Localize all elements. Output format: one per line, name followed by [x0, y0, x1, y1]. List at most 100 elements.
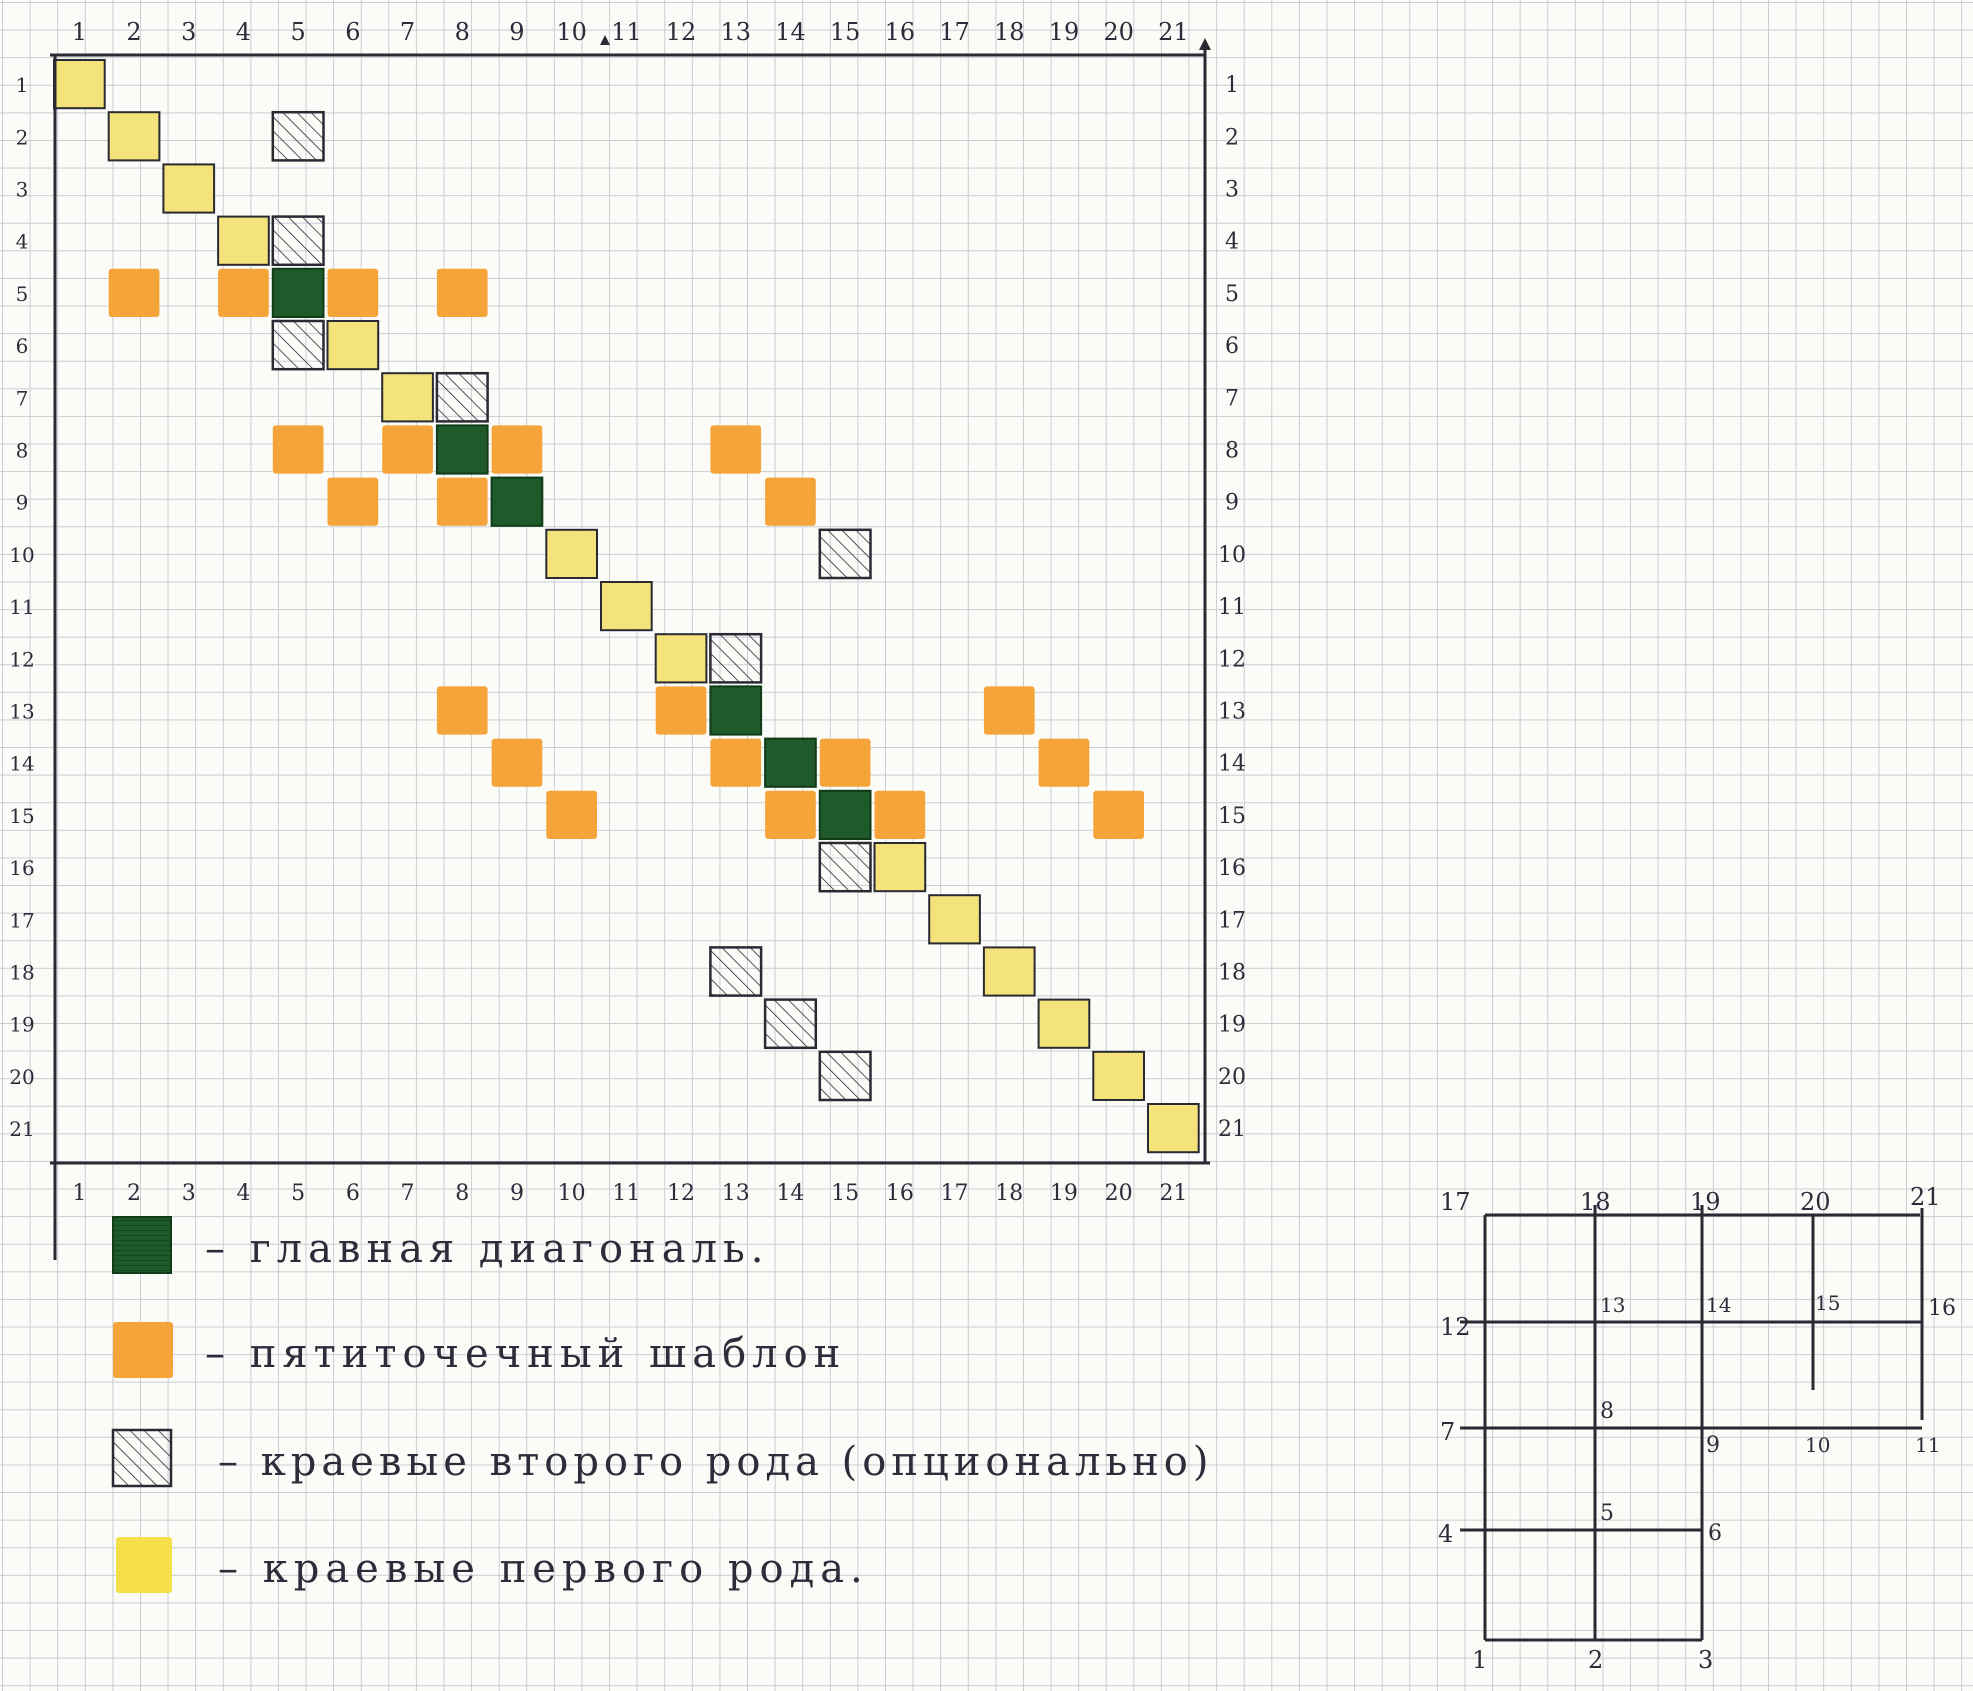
legend-item-five-point: – пятиточечный шаблон	[113, 1322, 846, 1378]
column-label-top: 8	[455, 18, 470, 46]
arrow-up-icon	[1199, 38, 1211, 50]
column-label-bottom: 3	[182, 1181, 196, 1206]
matrix-cell-five-point-r5-c6	[327, 268, 379, 317]
row-label-left: 6	[16, 334, 29, 358]
matrix-cell-five-point-r9-c8	[436, 477, 488, 526]
matrix-cell-five-point-r9-c14	[765, 477, 816, 526]
matrix-cell-main-diagonal-r5-c5	[271, 267, 325, 318]
row-label-left: 7	[16, 386, 29, 410]
matrix-cell-five-point-r5-c2	[108, 268, 160, 317]
column-label-top: 21	[1158, 18, 1189, 46]
matrix-cell-first-kind-r19-c19	[1037, 998, 1091, 1049]
arrow-up-icon	[600, 35, 610, 45]
column-label-top: 16	[885, 18, 916, 46]
matrix-cell-first-kind-r6-c6	[326, 320, 380, 371]
row-label-right: 11	[1218, 595, 1246, 620]
matrix-cell-first-kind-r12-c12	[654, 633, 708, 684]
mesh-label: 10	[1805, 1433, 1830, 1457]
mesh-label: 6	[1708, 1521, 1722, 1546]
row-label-left: 8	[16, 439, 29, 463]
row-label-right: 21	[1218, 1117, 1246, 1142]
column-label-bottom: 11	[612, 1181, 640, 1206]
matrix-cell-second-kind-r6-c5	[271, 319, 325, 371]
column-label-bottom: 16	[886, 1181, 914, 1206]
mesh-label: 3	[1698, 1646, 1713, 1674]
matrix-cell-second-kind-r19-c14	[763, 998, 818, 1050]
row-label-right: 5	[1225, 282, 1239, 307]
column-label-top: 20	[1103, 18, 1134, 46]
matrix-cell-first-kind-r10-c10	[545, 528, 598, 579]
column-label-top: 17	[939, 18, 970, 46]
mesh-label: 15	[1815, 1291, 1840, 1315]
matrix-cell-five-point-r14-c9	[491, 738, 543, 787]
matrix-cell-first-kind-r18-c18	[982, 946, 1036, 997]
matrix-cell-main-diagonal-r14-c14	[764, 737, 817, 788]
column-label-bottom: 21	[1159, 1181, 1187, 1206]
matrix-cell-main-diagonal-r9-c9	[490, 476, 544, 527]
matrix-axes	[50, 35, 1211, 1260]
row-label-right: 10	[1218, 543, 1246, 568]
mesh-label: 18	[1580, 1188, 1611, 1216]
column-label-bottom: 7	[401, 1181, 415, 1206]
legend-swatch-five-point	[113, 1322, 173, 1378]
column-label-top: 14	[775, 18, 806, 46]
legend-item-second-kind: – краевые второго рода (опционально)	[111, 1428, 1209, 1488]
matrix-cell-first-kind-r1-c1	[53, 59, 106, 110]
column-label-top: 3	[181, 18, 196, 46]
matrix-cell-five-point-r13-c12	[655, 686, 707, 735]
matrix-cell-main-diagonal-r8-c8	[435, 424, 489, 475]
column-label-bottom: 13	[722, 1181, 750, 1206]
row-label-left: 21	[9, 1117, 34, 1141]
row-label-left: 2	[16, 125, 29, 149]
row-label-left: 12	[9, 647, 34, 671]
legend-label-five-point: – пятиточечный шаблон	[205, 1331, 846, 1377]
matrix-cell-five-point-r15-c20	[1093, 790, 1144, 839]
column-label-bottom: 2	[127, 1181, 141, 1206]
mesh-label: 5	[1600, 1501, 1614, 1526]
column-label-bottom: 18	[995, 1181, 1023, 1206]
matrix-cell-five-point-r15-c10	[546, 790, 597, 839]
matrix-cell-five-point-r8-c5	[272, 425, 324, 474]
row-label-left: 5	[16, 282, 29, 306]
matrix-cell-main-diagonal-r15-c15	[818, 789, 872, 840]
legend-item-first-kind: – краевые первого рода.	[116, 1537, 863, 1593]
matrix-cell-five-point-r14-c13	[710, 738, 762, 787]
row-label-left: 18	[9, 961, 34, 985]
matrix-cell-second-kind-r10-c15	[818, 528, 872, 580]
row-label-right: 18	[1218, 961, 1246, 986]
row-label-left: 10	[9, 543, 34, 567]
column-label-bottom: 8	[455, 1181, 469, 1206]
row-label-right: 15	[1218, 804, 1246, 829]
matrix-cell-first-kind-r17-c17	[928, 894, 981, 945]
column-label-bottom: 15	[831, 1181, 859, 1206]
grid-mesh-diagram	[1460, 1205, 1924, 1642]
row-label-left: 14	[9, 752, 34, 776]
matrix-cell-first-kind-r11-c11	[600, 581, 653, 632]
row-label-right: 16	[1218, 856, 1246, 881]
matrix-cell-five-point-r14-c19	[1038, 738, 1090, 787]
row-label-right: 2	[1225, 125, 1239, 150]
matrix-cell-first-kind-r2-c2	[107, 111, 161, 162]
mesh-label: 21	[1910, 1183, 1941, 1211]
row-label-left: 3	[16, 178, 29, 202]
mesh-label: 16	[1928, 1296, 1956, 1321]
row-label-left: 1	[16, 73, 29, 97]
row-label-left: 13	[9, 700, 34, 724]
mesh-label: 13	[1600, 1293, 1625, 1317]
legend-item-main-diagonal: – главная диагональ.	[112, 1216, 764, 1274]
row-label-left: 20	[9, 1065, 34, 1089]
legend-swatch-hatch	[113, 1217, 171, 1273]
mesh-label: 1	[1472, 1646, 1487, 1674]
matrix-cell-second-kind-r2-c5	[271, 110, 325, 162]
matrix-cell-first-kind-r21-c21	[1147, 1103, 1200, 1154]
column-label-bottom: 1	[72, 1181, 86, 1206]
row-label-right: 1	[1225, 73, 1239, 98]
column-label-top: 19	[1049, 18, 1080, 46]
mesh-label: 20	[1800, 1188, 1831, 1216]
column-label-bottom: 9	[510, 1181, 524, 1206]
row-label-right: 8	[1225, 439, 1239, 464]
column-label-bottom: 20	[1105, 1181, 1133, 1206]
row-label-right: 14	[1218, 752, 1246, 777]
